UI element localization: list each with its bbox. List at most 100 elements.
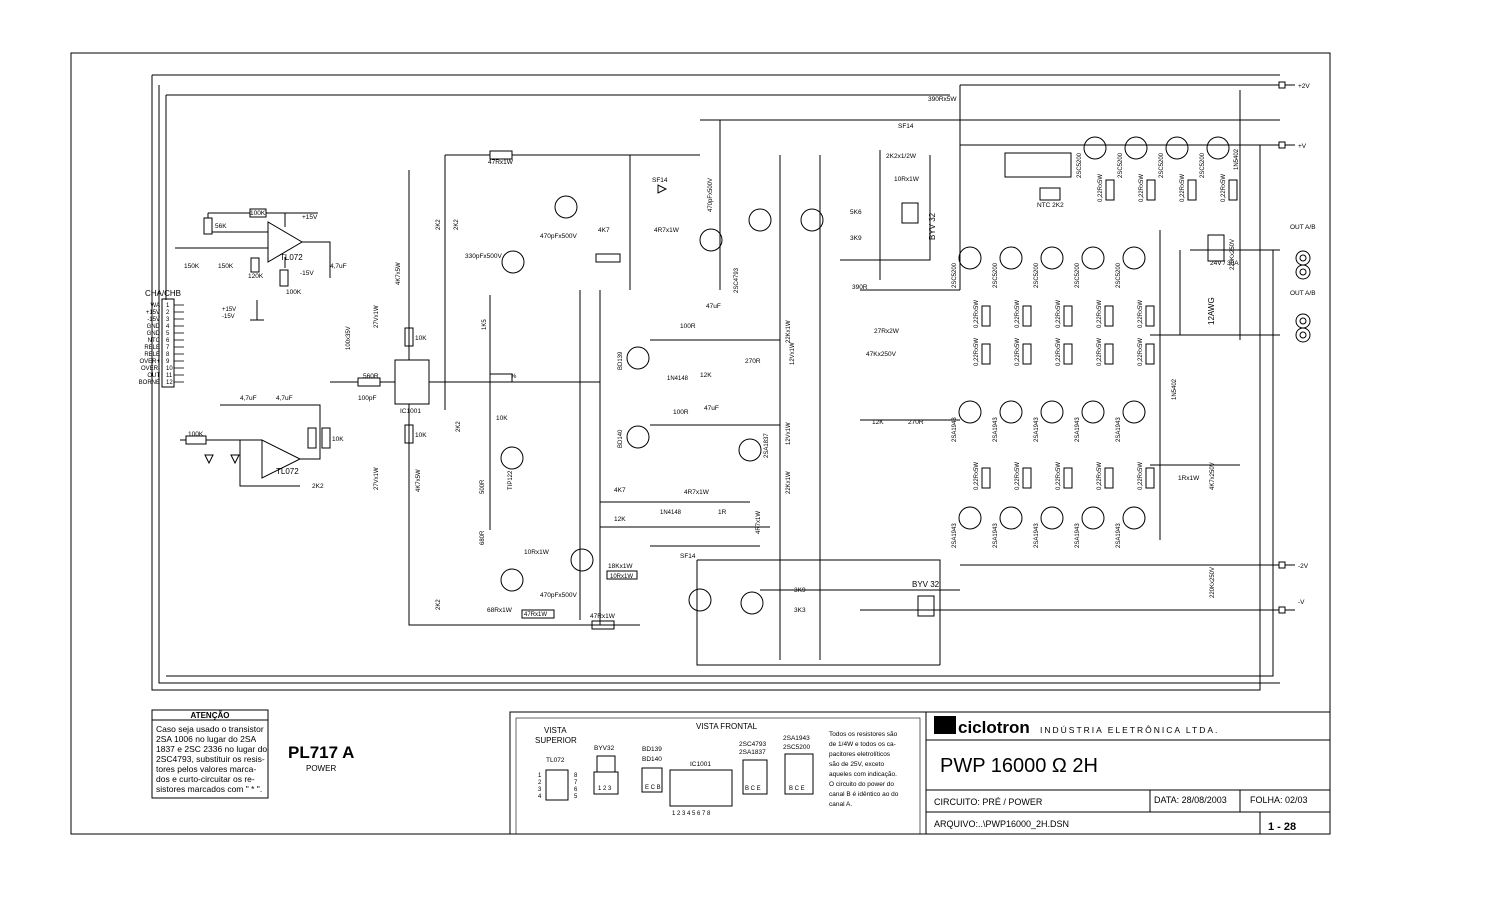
label-byv32-b: BYV 32	[912, 580, 940, 589]
emitter-resistor	[1063, 343, 1073, 365]
label-sf14-a: SF14	[652, 177, 668, 184]
label-270r-b: 270R	[908, 419, 924, 426]
emitter-resistor-label: 0,22Rx5W	[1138, 338, 1144, 366]
label-47uf-a: 47uF	[706, 303, 721, 310]
connector-pin-label: NTC	[148, 338, 161, 344]
output-transistor-label: 2SA1943	[1075, 417, 1081, 442]
emitter-resistor	[1104, 467, 1114, 489]
tl072-pin-left: 3	[538, 787, 542, 793]
label-1rx1w: 1Rx1W	[1178, 475, 1200, 482]
second-opamp-stage: TL072 4,7uF 4,7uF 100K 10K 2K2	[180, 395, 344, 490]
connector-pin-label: OUT	[147, 373, 160, 379]
label-2k2-e: 2K2	[436, 599, 442, 610]
emitter-resistor-label: 0,22Rx5W	[974, 462, 980, 490]
label-68r: 68Rx1W	[487, 607, 513, 614]
legend-bd140: BD140	[642, 756, 662, 763]
legend-bce-2: B C E	[789, 786, 805, 792]
tl072-pin-right: 6	[574, 787, 578, 793]
label-56k: 56K	[215, 223, 227, 230]
output-transistor	[999, 506, 1023, 530]
note-line: Todos os resistores são	[829, 731, 898, 738]
opamp-tl072-b	[261, 439, 302, 479]
legend-byv32-body	[593, 771, 619, 795]
label-680r: 680R	[480, 530, 486, 545]
diode-byv32-b	[917, 595, 935, 617]
label-560r: 560R	[363, 373, 379, 380]
note-line: de 1/4W e todos os ca-	[829, 741, 896, 748]
connector-pin-number: 11	[166, 373, 173, 379]
note-line: pacitores eletrolíticos	[829, 751, 891, 758]
output-transistor-label: 2SA1943	[993, 523, 999, 548]
connector-pin-label: GND	[147, 324, 161, 330]
legend-ic-pins: 1 2 3 4 5 6 7 8	[672, 811, 711, 817]
legend-bd139: BD139	[642, 746, 662, 753]
output-transistor	[1122, 400, 1146, 424]
label-4r7-a: 4R7x1W	[654, 227, 680, 234]
label-p2v: +2V	[1298, 83, 1310, 90]
tl072-pin-right: 8	[574, 773, 578, 779]
connector-pin-number: 6	[166, 338, 170, 344]
connector-pin-label: +15V	[146, 310, 160, 316]
output-transistor	[958, 506, 982, 530]
legend-2sa1943-body	[784, 753, 814, 795]
note-line: O circuito do power do	[829, 781, 894, 788]
warning-line: Caso seja usado o transistor	[156, 724, 264, 734]
resistor-100k	[249, 208, 267, 218]
label-p15: +15V	[302, 214, 318, 221]
label-4r7w: 4R7x1W	[756, 511, 762, 534]
transistor-bd139	[626, 346, 650, 370]
emitter-resistor	[1105, 179, 1115, 201]
emitter-resistor-label: 0,22Rx5W	[1015, 338, 1021, 366]
connector-pin-number: 10	[166, 366, 173, 372]
label-1n4148-b: 1N4148	[660, 510, 682, 516]
warning-line: 2SA 1006 no lugar do 2SA	[156, 734, 257, 744]
fuse	[1207, 234, 1225, 262]
emitter-resistor-label: 0,22Rx5W	[974, 300, 980, 328]
label-270r-a: 270R	[745, 358, 761, 365]
output-transistor	[999, 246, 1023, 270]
output-transistor-label: 2SC5200	[1034, 262, 1040, 288]
output-transistor-label: 2SC5200	[952, 262, 958, 288]
label-27v-b: 27Vx1W	[374, 467, 380, 490]
output-transistor	[1040, 506, 1064, 530]
pinout-legend: VISTA SUPERIOR VISTA FRONTAL TL072 BYV32…	[509, 711, 927, 835]
label-470pf-c: 470pFx500V	[708, 178, 714, 212]
transistor-2sa1837-b	[570, 548, 594, 572]
label-1r: 1R	[718, 509, 727, 516]
warning-header: ATENÇÃO	[191, 711, 230, 720]
page-number: 1 - 28	[1268, 821, 1296, 833]
label-500r: 500R	[480, 479, 486, 494]
legend-byv32: BYV32	[594, 745, 615, 752]
output-transistor	[1040, 400, 1064, 424]
connector-pin-number: 12	[166, 380, 173, 386]
legend-vista-2: SUPERIOR	[535, 736, 577, 745]
company-logo-icon	[934, 716, 956, 734]
label-c47-b: 4,7uF	[240, 395, 257, 402]
emitter-resistor-label: 0,22Rx5W	[1097, 462, 1103, 490]
output-transistor	[1081, 506, 1105, 530]
warning-line: 2SC4793, substituir os resis-	[156, 754, 265, 764]
emitter-resistor	[981, 467, 991, 489]
output-transistor-label: 2SA1943	[1116, 523, 1122, 548]
emitter-resistor	[1022, 305, 1032, 327]
company-name: ciclotron	[958, 718, 1030, 737]
connector-pin-number: 7	[166, 345, 170, 351]
label-100pf: 100pF	[358, 395, 376, 402]
output-transistor-label: 2SC5200	[1200, 152, 1206, 178]
label-sf14-b: SF14	[680, 553, 696, 560]
legend-bd-body	[641, 767, 663, 793]
note-line: canal A.	[829, 801, 852, 808]
label-47rx1w-a: 47Rx1W	[488, 159, 514, 166]
emitter-resistor	[1145, 343, 1155, 365]
connector-pin-label: WA	[151, 303, 160, 309]
note-line: canal B é idêntico ao do	[829, 791, 899, 798]
tl072-pin-left: 4	[538, 794, 542, 800]
legend-tl072: TL072	[546, 757, 565, 764]
legend-2sc4793: 2SC4793	[739, 741, 766, 748]
label-100k-c: 100K	[188, 431, 204, 438]
label-12k-d: 12K	[872, 419, 884, 426]
label-4k7x5-b: 4K7x5W	[416, 469, 422, 492]
label-ic1001: IC1001	[400, 408, 421, 415]
label-out-1: OUT A/B	[1290, 224, 1316, 231]
